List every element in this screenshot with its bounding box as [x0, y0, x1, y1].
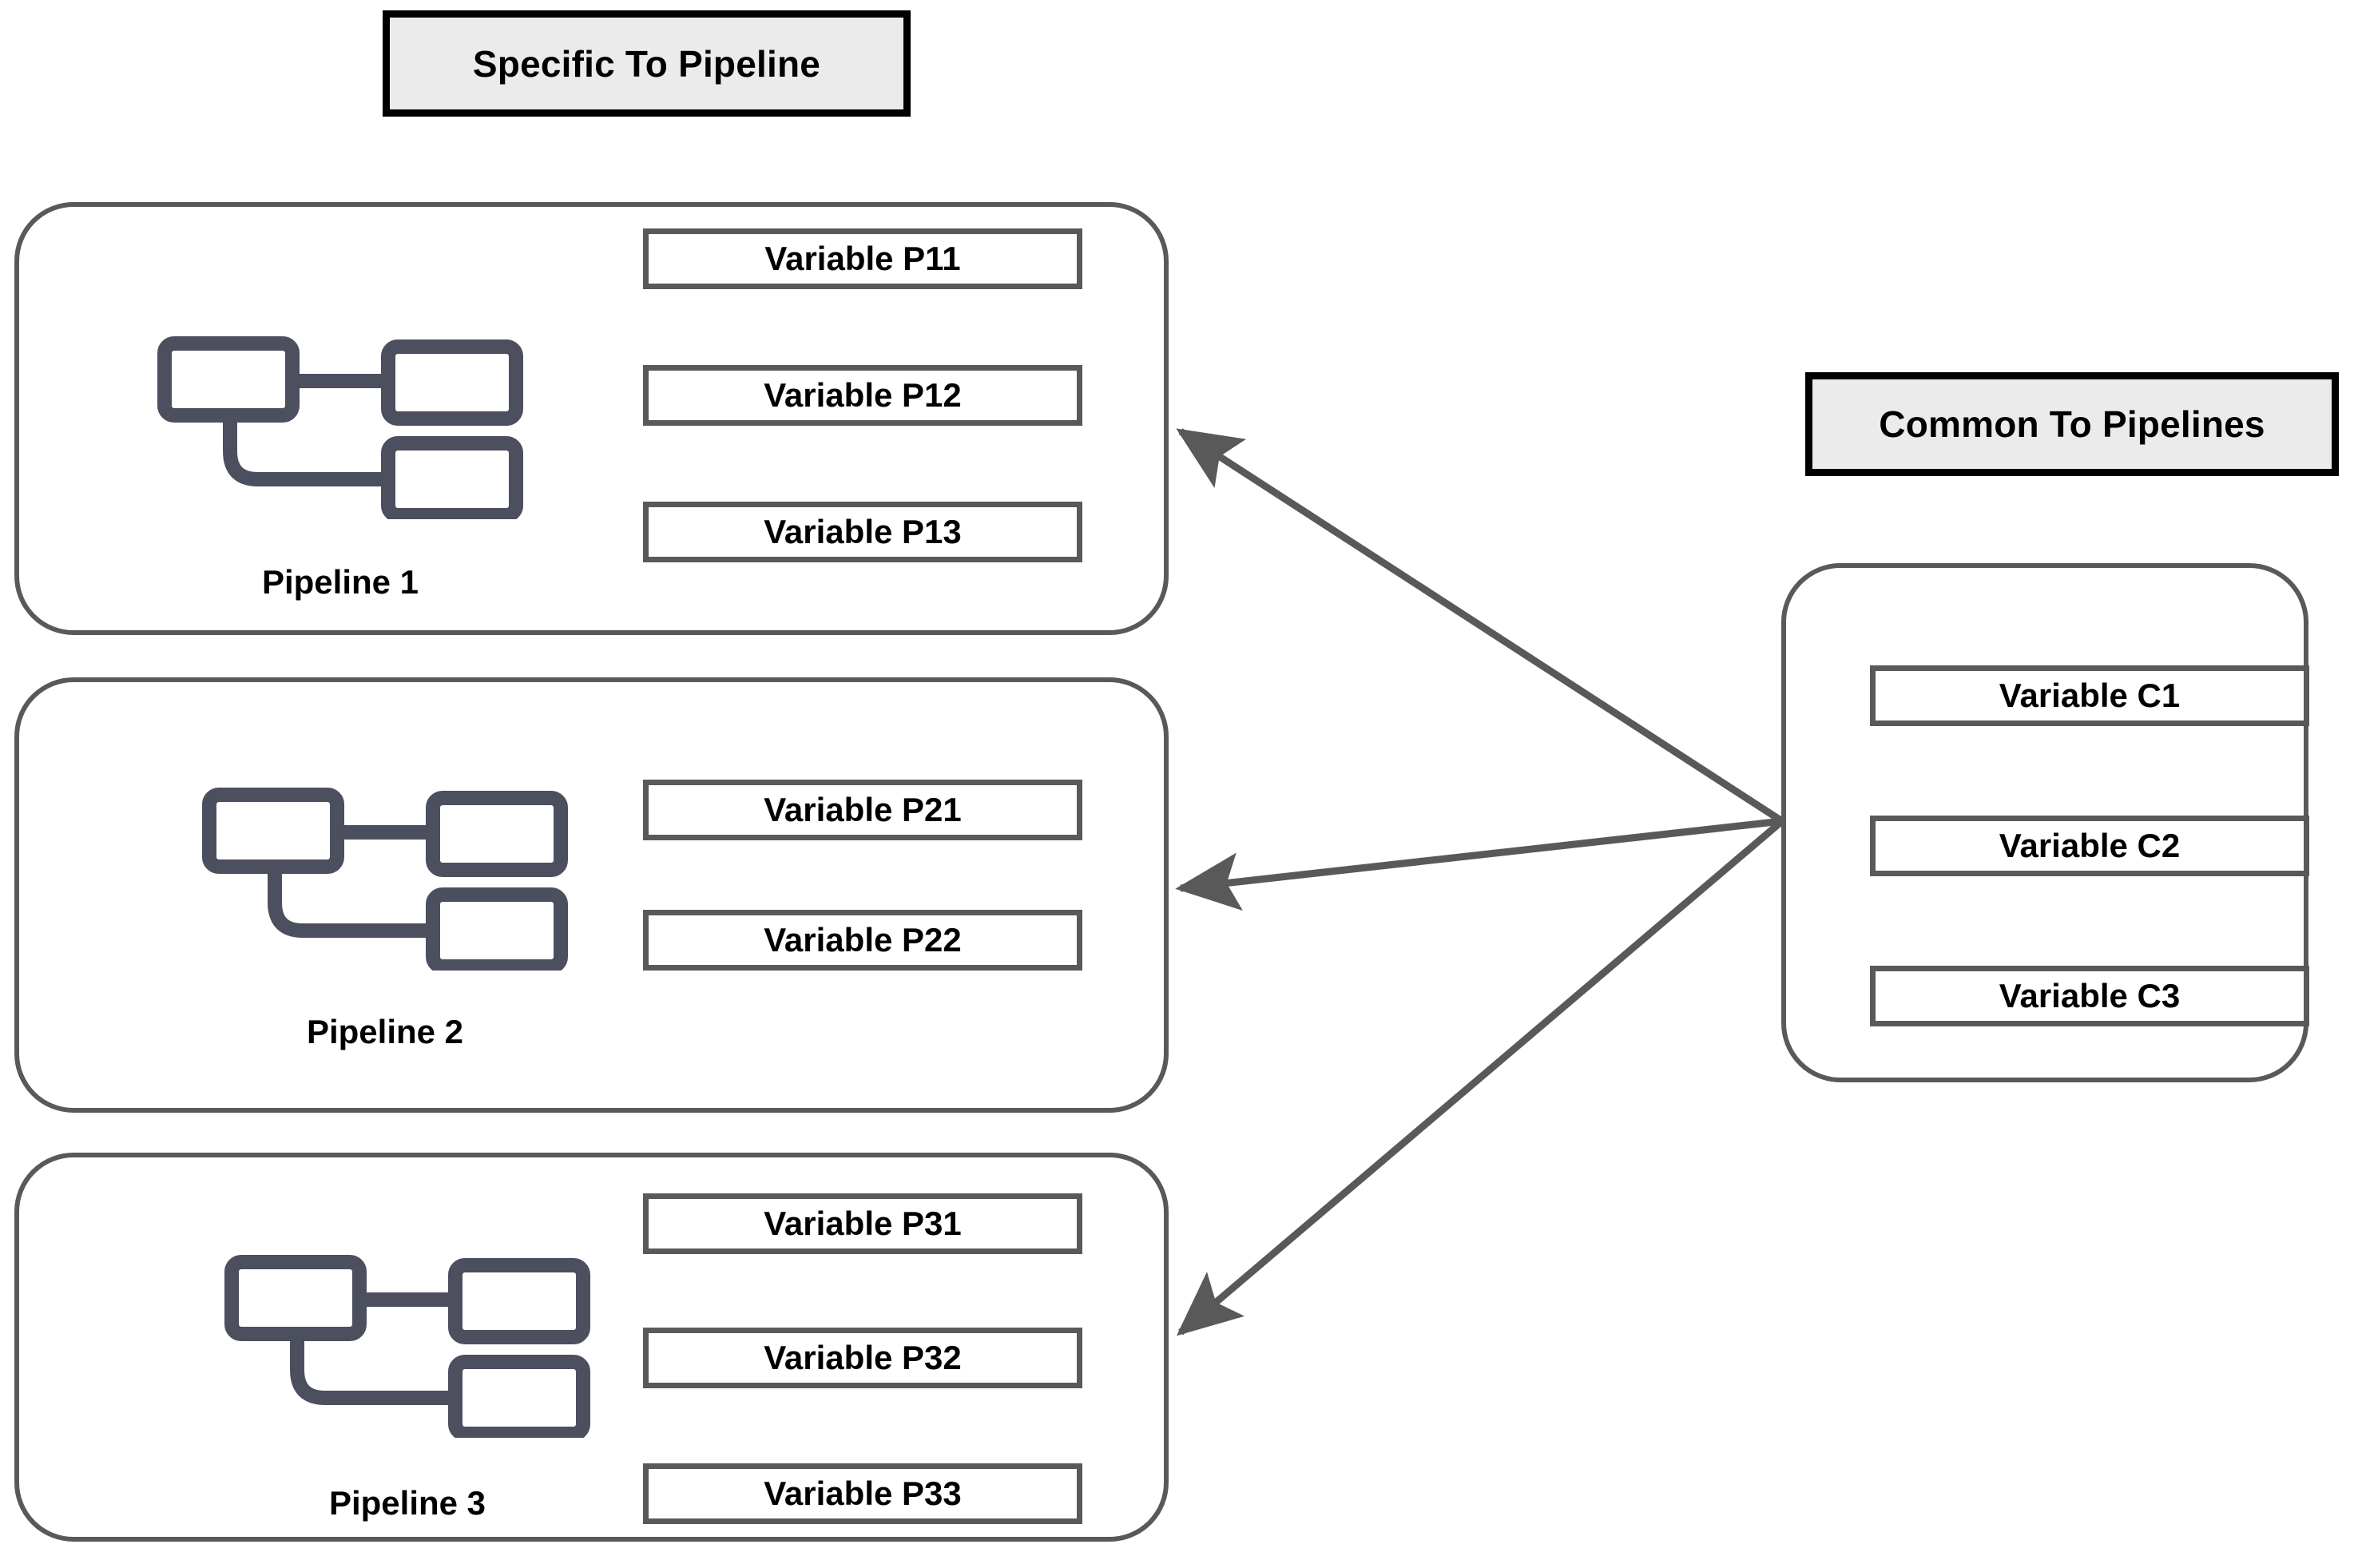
- variable-label-p13: Variable P13: [764, 513, 962, 550]
- pipeline-1-caption: Pipeline 1: [261, 563, 419, 601]
- variable-label-p12: Variable P12: [764, 376, 962, 414]
- pipeline-3-caption: Pipeline 3: [328, 1484, 486, 1522]
- variable-box-p13[interactable]: Variable P13: [643, 502, 1082, 562]
- pipeline-3-flow-icon: [224, 1254, 591, 1442]
- variable-label-p21: Variable P21: [764, 791, 962, 828]
- header-common-label: Common To Pipelines: [1879, 403, 2265, 445]
- variable-box-p33[interactable]: Variable P33: [643, 1463, 1082, 1524]
- variable-box-p32[interactable]: Variable P32: [643, 1328, 1082, 1388]
- pipeline-flow-icon: [224, 1255, 590, 1441]
- pipeline-flow-icon: [157, 336, 523, 522]
- variable-label-c1: Variable C1: [1999, 677, 2181, 714]
- header-specific-to-pipeline: Specific To Pipeline: [383, 10, 911, 117]
- variable-box-c3[interactable]: Variable C3: [1870, 966, 2309, 1026]
- variable-label-p33: Variable P33: [764, 1475, 962, 1512]
- variable-box-p12[interactable]: Variable P12: [643, 365, 1082, 426]
- pipeline-2-flow-icon: [201, 787, 569, 975]
- variable-label-c2: Variable C2: [1999, 827, 2181, 864]
- pipeline-2-caption: Pipeline 2: [306, 1013, 464, 1050]
- header-common-to-pipelines: Common To Pipelines: [1805, 372, 2339, 476]
- variable-box-c1[interactable]: Variable C1: [1870, 665, 2309, 726]
- variable-box-p11[interactable]: Variable P11: [643, 228, 1082, 289]
- pipeline-2-group[interactable]: [14, 677, 1169, 1113]
- variable-box-p22[interactable]: Variable P22: [643, 910, 1082, 971]
- variable-label-c3: Variable C3: [1999, 977, 2181, 1014]
- variable-label-p32: Variable P32: [764, 1339, 962, 1376]
- connector-common-to-pipeline-3: [1176, 818, 1784, 1336]
- pipeline-1-flow-icon: [157, 335, 524, 523]
- connector-common-to-pipeline-1: [1176, 428, 1784, 824]
- header-specific-label: Specific To Pipeline: [472, 42, 821, 85]
- variable-box-c2[interactable]: Variable C2: [1870, 816, 2309, 876]
- connector-common-to-pipeline-2: [1175, 817, 1783, 911]
- variable-label-p31: Variable P31: [764, 1205, 962, 1242]
- variable-label-p22: Variable P22: [764, 921, 962, 959]
- variable-box-p21[interactable]: Variable P21: [643, 780, 1082, 840]
- pipeline-flow-icon: [202, 788, 568, 974]
- variable-box-p31[interactable]: Variable P31: [643, 1193, 1082, 1254]
- variable-label-p11: Variable P11: [764, 240, 961, 277]
